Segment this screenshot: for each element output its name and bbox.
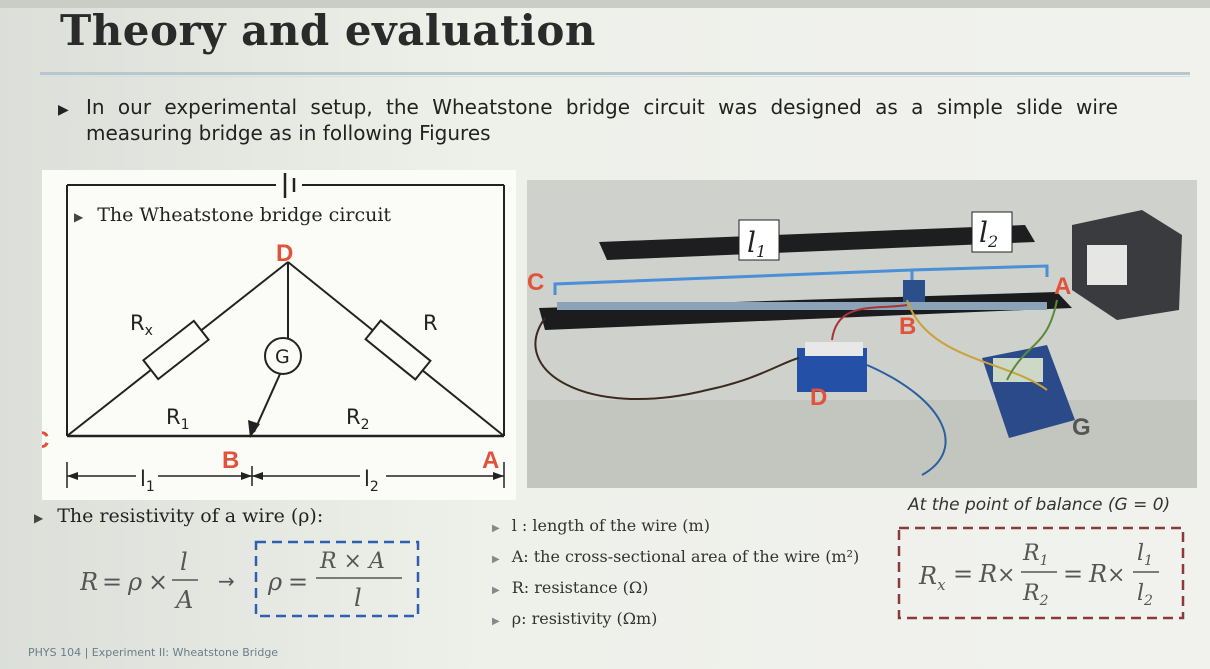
resistivity-heading-text: The resistivity of a wire (ρ): [57,505,324,527]
definition-item: ▶R: resistance (Ω) [492,578,649,597]
f2-times2: × [1107,563,1125,588]
f1-rhs-den: l [354,584,362,612]
slide-title: Theory and evaluation [60,6,596,55]
rho-box [254,540,420,618]
galvanometer [264,337,302,375]
r2-label: R2 [346,405,370,433]
top-bar [0,0,1210,8]
g-label: G [275,346,290,368]
setup-photo: l1 l2 C A B [527,180,1197,488]
f2-r1: R [978,560,997,588]
f2-r2-den: R2 [1022,581,1049,609]
f2-times1: × [997,563,1015,588]
f2-l2-den: l2 [1137,581,1153,609]
resistivity-formula: R = ρ × l A → ρ = R × A l [79,540,430,620]
definitions-list: ▶l : length of the wire (m) ▶A: the cros… [492,512,859,636]
bullet-arrow-icon: ▶ [58,102,69,118]
definition-item: ▶ρ: resistivity (Ωm) [492,609,658,628]
setup-photo-svg: l1 l2 C A B [527,180,1197,488]
node-d-label: D [276,240,293,267]
resistor-rx [141,319,211,381]
circuit-caption-text: The Wheatstone bridge circuit [97,204,392,226]
def-bullet-icon: ▶ [492,554,500,565]
node-c-label: C [42,427,49,454]
l2-label: l2 [364,467,379,495]
def-bullet-icon: ▶ [492,585,500,596]
photo-a-label: A [1054,273,1071,300]
f2-r1-num: R1 [1022,541,1049,569]
photo-b-label: B [899,313,916,340]
circuit-svg: D C B A Rx R G R1 R2 l1 l2 [42,173,505,495]
circuit-diagram: D C B A Rx R G R1 R2 l1 l2 [42,170,516,500]
photo-d-label: D [810,384,827,411]
f1-a: A [174,586,193,614]
intro-text: In our experimental setup, the Wheatston… [86,95,1118,145]
f1-rho-rhs: ρ [267,568,282,596]
photo-l2-label: l2 [979,216,998,251]
title-rule [40,72,1190,75]
f1-l: l [180,548,188,576]
title-rule-thin [40,76,1190,77]
definition-item: ▶l : length of the wire (m) [492,516,710,535]
photo-l1-label: l1 [747,226,766,261]
f2-eq2: = [1063,560,1083,588]
f1-eq-rhs: = [288,568,308,596]
node-a-label: A [482,447,499,474]
slide-footer: PHYS 104 | Experiment II: Wheatstone Bri… [28,646,279,659]
l1-label: l1 [140,467,155,495]
f1-eq: = [102,568,122,596]
f2-r2: R [1088,560,1107,588]
balance-formula: Rx = R × R1 R2 = R × l1 l2 [897,526,1185,620]
balance-heading: At the point of balance (G = 0) [908,495,1171,515]
circuit-caption: ▶ The Wheatstone bridge circuit [74,204,391,226]
f1-r: R [80,568,98,596]
f2-rx: Rx [918,562,946,594]
f1-rho: ρ [127,568,142,596]
f1-times: × [148,568,168,596]
r1-label: R1 [166,405,190,433]
f1-rhs-num: R × A [319,549,385,574]
def-bullet-icon: ▶ [492,523,500,534]
balance-box [897,526,1185,620]
formula2-svg: Rx = R × R1 R2 = R × l1 l2 [897,526,1185,620]
resistivity-heading: ▶ The resistivity of a wire (ρ): [34,505,323,527]
r-label: R [423,311,438,335]
node-b-label: B [222,447,239,474]
intro-bullet: ▶ In our experimental setup, the Wheatst… [58,94,1118,146]
f1-arrow: → [218,569,235,593]
definition-item: ▶A: the cross-sectional area of the wire… [492,547,860,566]
f2-eq1: = [953,560,973,588]
caption-bullet-icon: ▶ [74,210,84,224]
def-bullet-icon: ▶ [492,616,500,627]
formula1-svg: R = ρ × l A → ρ = R × A l [79,540,420,618]
photo-g-label: G [1072,414,1091,441]
photo-c-label: C [527,269,544,296]
rx-label: Rx [130,311,153,339]
resistivity-bullet-icon: ▶ [34,511,44,525]
resistor-r [364,319,432,381]
f2-l1-num: l1 [1137,541,1153,569]
